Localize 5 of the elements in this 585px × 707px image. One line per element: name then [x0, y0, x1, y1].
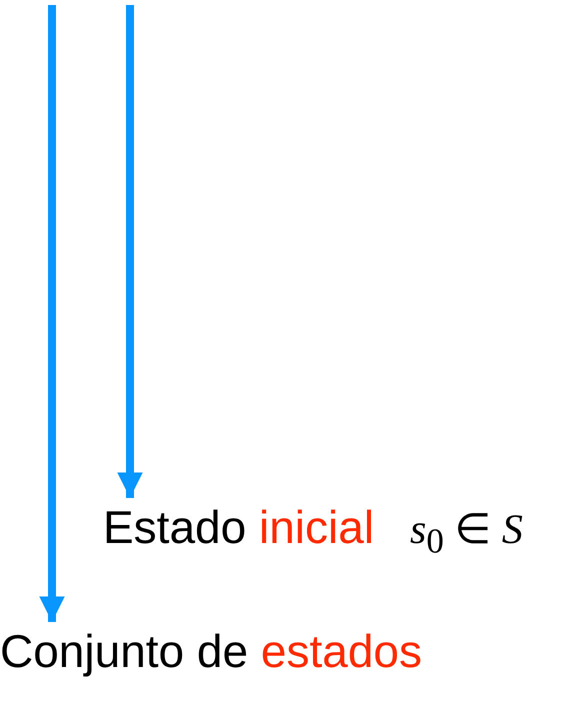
node-label: Conjunto de estados	[0, 624, 422, 678]
math-expression: s$_{0}$ ∈ S	[410, 506, 523, 562]
node-label: Estado inicial	[103, 500, 374, 554]
arrow	[39, 5, 65, 622]
arrow	[117, 5, 143, 498]
